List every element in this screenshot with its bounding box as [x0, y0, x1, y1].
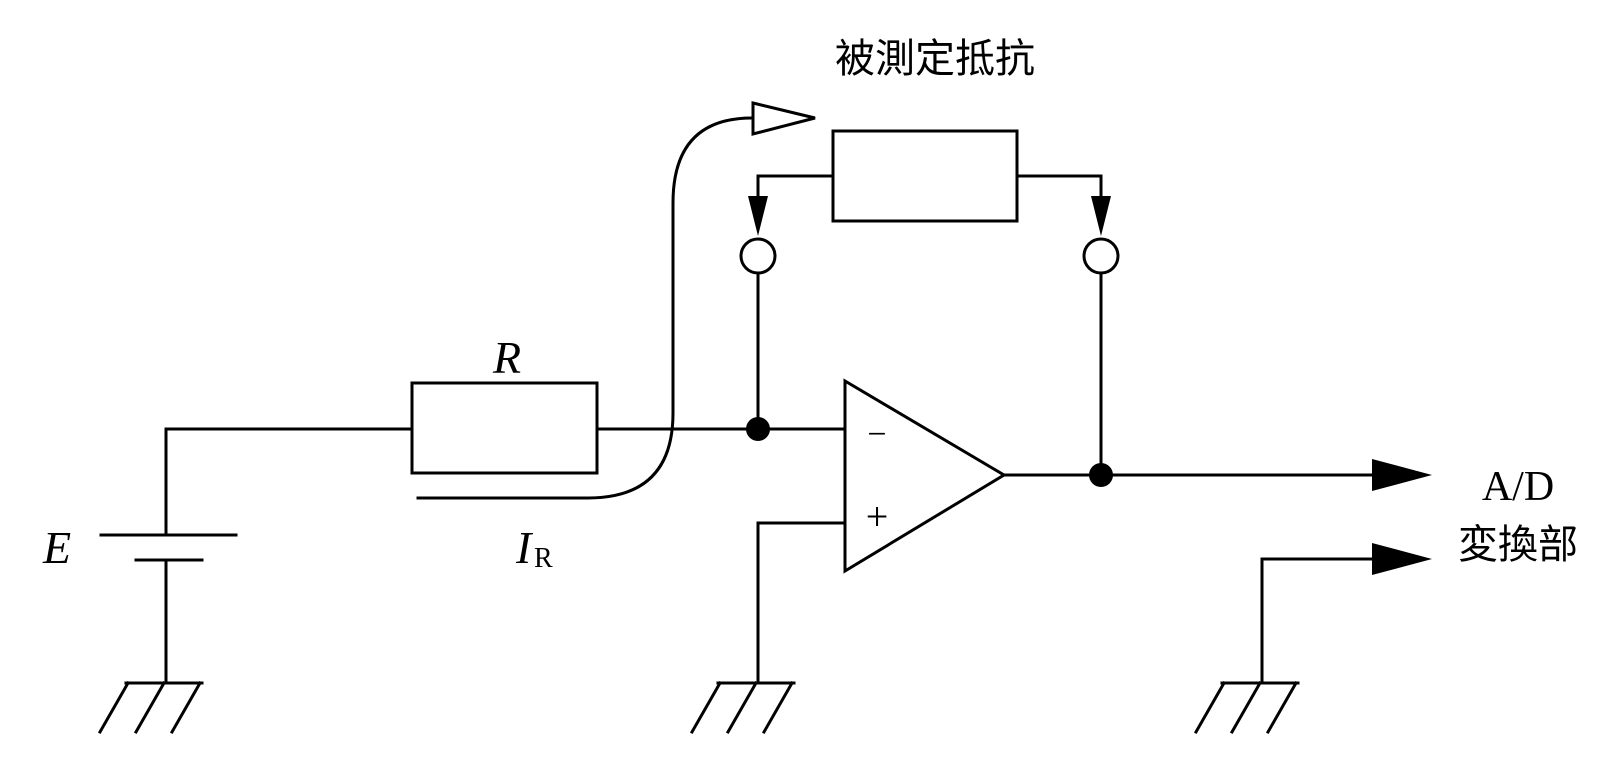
- ground-symbol-middle: [689, 680, 796, 735]
- current-label-subscript: R: [534, 543, 553, 574]
- resistor-label: R: [492, 332, 521, 383]
- probe-arrow-left: [748, 196, 768, 236]
- ground-ref-arrowhead: [1372, 543, 1432, 575]
- op-amp: [843, 378, 1007, 574]
- terminal-left: [739, 237, 777, 275]
- adc-label-line2: 変換部: [1458, 522, 1578, 568]
- adc-label-line1: A/D: [1482, 464, 1554, 510]
- junction-dot-input: [746, 417, 770, 441]
- ground-symbol-right: [1193, 680, 1300, 735]
- terminal-right: [1082, 237, 1120, 275]
- wire-noninverting-ground: [756, 521, 847, 685]
- current-arrow: [416, 101, 816, 500]
- opamp-minus-sign: −: [867, 416, 886, 453]
- battery-source: [99, 427, 414, 685]
- ground-reference-wire: [1260, 557, 1377, 685]
- measured-resistor: [831, 129, 1019, 223]
- probe-arrow-right: [1091, 196, 1111, 236]
- opamp-plus-sign: +: [866, 494, 889, 539]
- output-arrowhead: [1372, 459, 1432, 491]
- current-arrowhead: [751, 101, 816, 136]
- battery-label: E: [42, 522, 71, 573]
- resistor-r: [410, 381, 599, 475]
- current-label: I: [515, 522, 534, 573]
- ground-symbol-left: [97, 680, 204, 735]
- feedback-probes: [739, 174, 1120, 477]
- measured-resistor-label: 被測定抵抗: [835, 36, 1035, 82]
